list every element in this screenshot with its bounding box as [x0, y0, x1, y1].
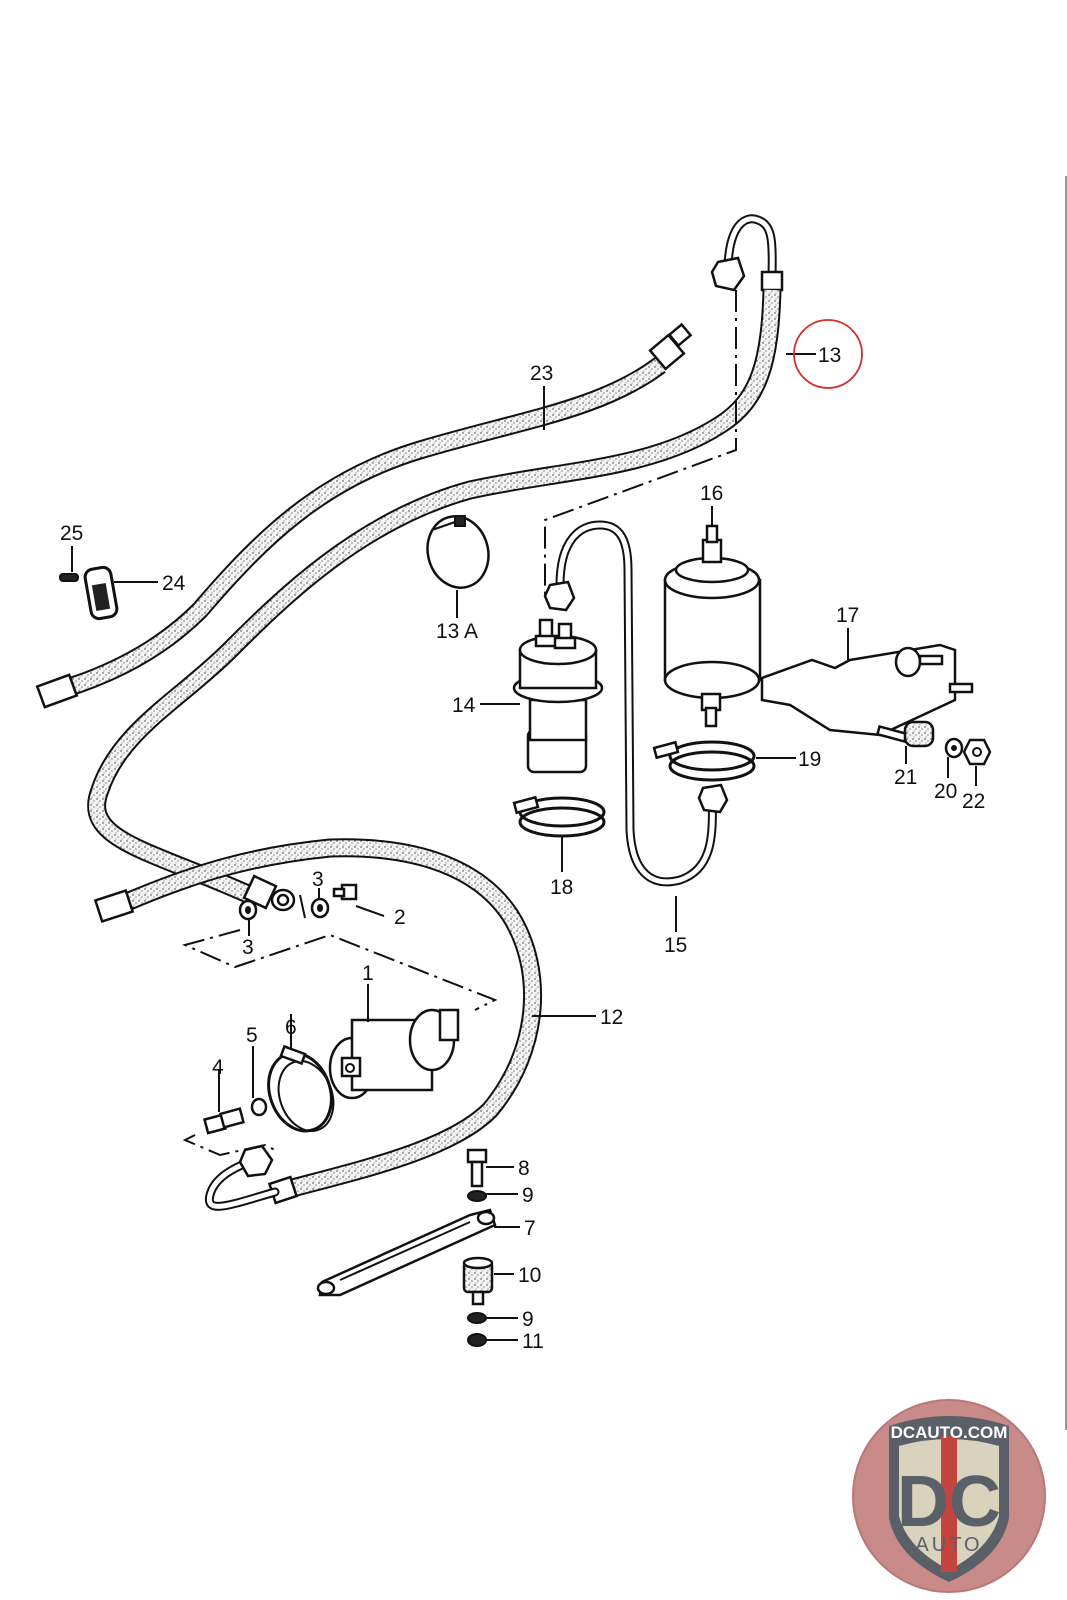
pump-clamp-6	[267, 1044, 335, 1133]
logo-red-stripe	[941, 1436, 957, 1572]
pipe-15	[543, 520, 729, 887]
fuel-pump-1	[328, 1008, 460, 1100]
highlight-circle-13	[793, 319, 863, 389]
callout-1[interactable]: 1	[362, 962, 374, 985]
logo-site-text: DCAUTO.COM	[891, 1423, 1008, 1442]
banjo-bolt-2	[332, 883, 358, 901]
washer-9a	[467, 1190, 487, 1202]
nut-13-top	[710, 256, 746, 292]
callout-13[interactable]: 13	[818, 344, 841, 367]
callout-9-lower[interactable]: 9	[522, 1308, 534, 1331]
bolt-8	[466, 1148, 488, 1188]
hose-clip-24	[83, 565, 119, 621]
rubber-mount-21	[903, 720, 935, 748]
leader-13-to-14	[544, 290, 737, 600]
callout-20[interactable]: 20	[934, 780, 957, 803]
callout-2[interactable]: 2	[394, 906, 406, 929]
hose-12	[93, 838, 542, 1211]
hose-clamp-18	[512, 795, 606, 838]
callout-25[interactable]: 25	[60, 522, 83, 545]
washer-20	[944, 737, 964, 759]
callout-21[interactable]: 21	[894, 766, 917, 789]
dcauto-logo-badge: DCAUTO.COM DC AUTO	[851, 1398, 1047, 1594]
callout-24[interactable]: 24	[162, 572, 186, 595]
hose-clamp-13a	[426, 515, 490, 589]
callout-7[interactable]: 7	[524, 1217, 536, 1240]
callout-3-lower[interactable]: 3	[242, 936, 254, 959]
callout-5[interactable]: 5	[246, 1024, 258, 1047]
logo-dc-letters: DC	[897, 1462, 1001, 1542]
assembly-line-pump-top	[182, 929, 498, 1011]
nut-11	[467, 1333, 487, 1347]
callout-leaders	[71, 353, 977, 1341]
callout-6[interactable]: 6	[285, 1016, 297, 1039]
hose-13	[87, 214, 784, 912]
callout-10[interactable]: 10	[518, 1264, 541, 1287]
screw-25	[59, 573, 79, 582]
assembly-line-pump-bottom	[182, 1134, 276, 1157]
seal-ring-5	[250, 1097, 268, 1117]
washer-9b	[467, 1312, 487, 1324]
carrier-7	[316, 1208, 497, 1297]
hose-23	[35, 322, 693, 709]
bracket-17	[760, 643, 974, 744]
fuel-accumulator-14	[512, 618, 604, 774]
callout-4[interactable]: 4	[212, 1056, 224, 1079]
callout-9-upper[interactable]: 9	[522, 1184, 534, 1207]
callout-23[interactable]: 23	[530, 362, 553, 385]
rubber-mount-10	[462, 1256, 494, 1306]
callout-19[interactable]: 19	[798, 748, 821, 771]
fuel-filter-16	[663, 524, 762, 728]
leader-bolt-2-seal	[299, 894, 306, 919]
callout-13a[interactable]: 13 A	[436, 620, 478, 643]
callout-15[interactable]: 15	[664, 934, 687, 957]
callout-22[interactable]: 22	[962, 790, 985, 813]
seal-ring-3a	[310, 897, 330, 919]
logo-auto-text: AUTO	[915, 1534, 982, 1556]
callout-11[interactable]: 11	[522, 1330, 544, 1353]
callout-3-upper[interactable]: 3	[312, 868, 324, 891]
nut-22	[962, 738, 992, 766]
fitting-4	[202, 1107, 246, 1135]
seal-ring-3b	[238, 899, 258, 921]
callout-18[interactable]: 18	[550, 876, 573, 899]
hose-clamp-19	[652, 740, 756, 782]
callout-12[interactable]: 12	[600, 1006, 623, 1029]
callout-17[interactable]: 17	[836, 604, 859, 627]
callout-14[interactable]: 14	[452, 694, 476, 717]
callout-8[interactable]: 8	[518, 1157, 530, 1180]
callout-16[interactable]: 16	[700, 482, 723, 505]
